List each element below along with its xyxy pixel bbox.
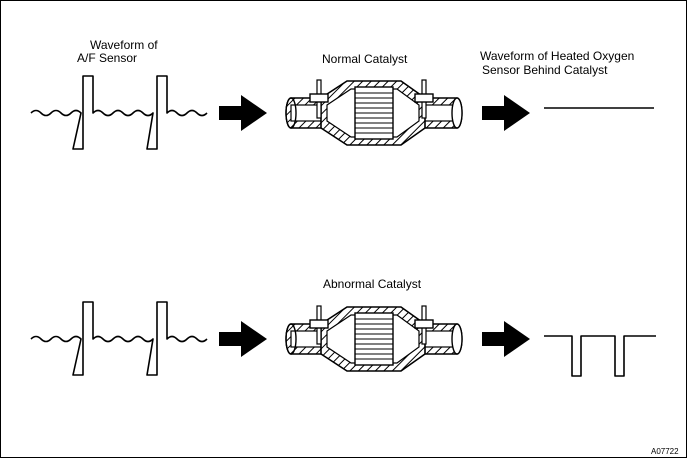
- ho2-waveform-label-line2: Sensor Behind Catalyst: [482, 63, 608, 77]
- ho2-waveform-pulsed: [544, 335, 656, 377]
- af-waveform-label-line1: Waveform of: [90, 38, 158, 52]
- figure-code: A07722: [651, 447, 679, 456]
- catalytic-converter-abnormal: [285, 305, 463, 372]
- abnormal-catalyst-label: Abnormal Catalyst: [323, 277, 422, 291]
- catalytic-converter-normal: [285, 79, 463, 146]
- right-arrow-icon: [219, 321, 267, 357]
- right-arrow-icon: [219, 95, 267, 131]
- af-waveform-abnormal: [30, 301, 208, 376]
- ho2-waveform-label-line1: Waveform of Heated Oxygen: [480, 49, 635, 63]
- right-arrow-icon: [482, 321, 530, 357]
- right-arrow-icon: [482, 95, 530, 131]
- af-waveform-label-line2: A/F Sensor: [77, 51, 138, 65]
- af-waveform-normal: [30, 75, 208, 150]
- normal-catalyst-label: Normal Catalyst: [322, 52, 408, 66]
